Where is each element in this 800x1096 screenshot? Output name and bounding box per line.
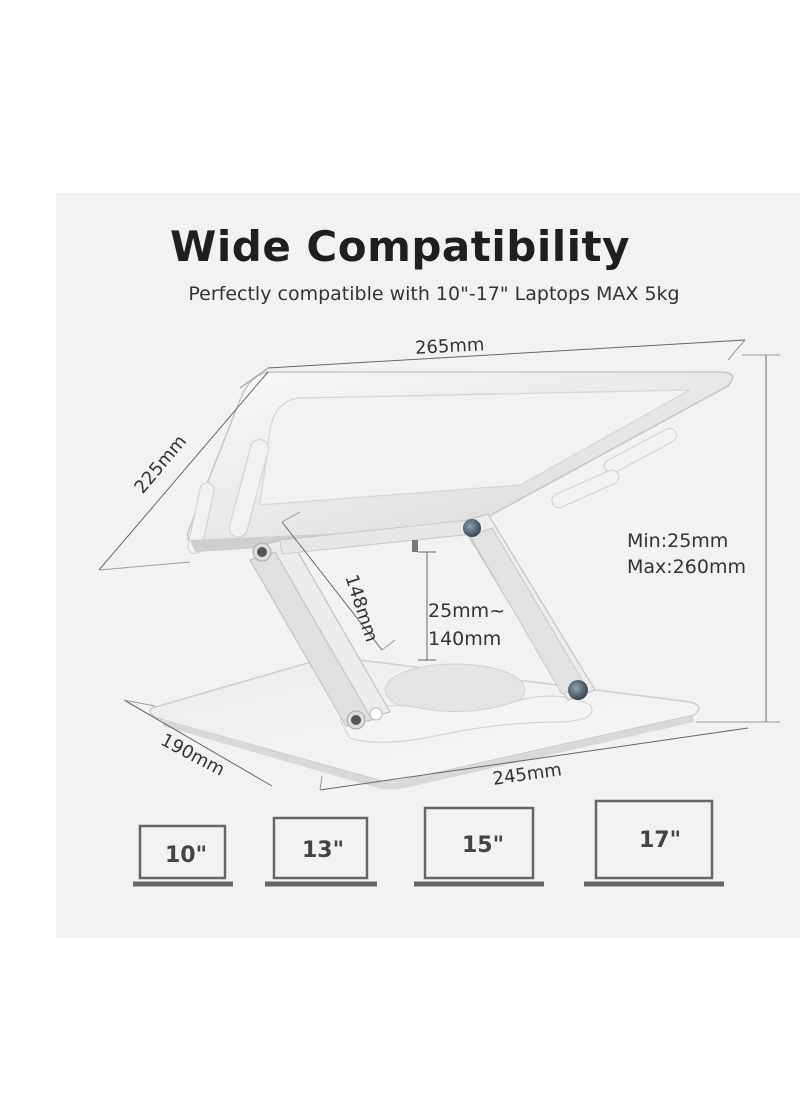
laptop-icon-13: 13": [265, 816, 377, 887]
stand-base: [149, 656, 700, 790]
background-panel: [56, 193, 800, 938]
lift-range-line2: 140mm: [428, 628, 501, 650]
arm-length-label: 148mm: [341, 572, 382, 645]
page-title: Wide Compatibility: [170, 222, 630, 271]
laptop-icon-10: 10": [133, 824, 233, 887]
laptop-size-label: 15": [462, 833, 504, 858]
page-subtitle: Perfectly compatible with 10"-17" Laptop…: [188, 283, 680, 305]
laptop-icon-17: 17": [584, 799, 724, 887]
height-max-label: Max:260mm: [627, 556, 746, 578]
laptop-size-label: 17": [639, 828, 681, 853]
laptop-size-label: 10": [165, 843, 207, 868]
laptop-size-label: 13": [302, 838, 344, 863]
stand-arms: [249, 513, 596, 730]
lift-range-line1: 25mm~: [428, 600, 505, 622]
top-width-label: 265mm: [414, 334, 484, 359]
top-depth-label: 225mm: [130, 431, 191, 498]
height-min-label: Min:25mm: [627, 530, 728, 552]
dimension-lines: [98, 339, 780, 791]
laptop-icon-15: 15": [414, 806, 544, 887]
